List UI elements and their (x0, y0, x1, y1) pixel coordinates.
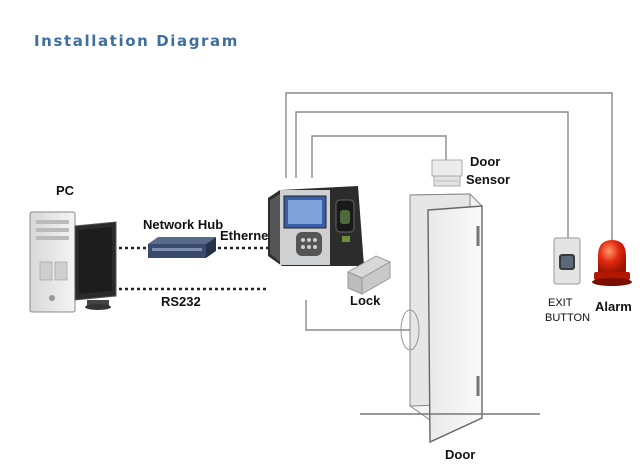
door-sensor-label-line1: Door (470, 154, 500, 169)
wire-lock (305, 300, 410, 331)
exit-button-label-line1: EXIT (548, 297, 573, 309)
pc-icon (29, 211, 117, 313)
exit-button-icon (553, 237, 581, 285)
network-lines (113, 246, 268, 291)
alarm-icon (592, 240, 632, 286)
door-label: Door (445, 447, 475, 462)
access-terminal-icon (268, 186, 364, 266)
alarm-label: Alarm (595, 299, 632, 314)
network-hub-icon (148, 237, 216, 258)
lock-label: Lock (350, 293, 381, 308)
wiring (285, 92, 613, 331)
page-title: Installation Diagram (34, 32, 240, 50)
lock-icon (346, 255, 392, 295)
door-sensor-icon (431, 159, 463, 187)
pc-label: PC (56, 183, 75, 198)
wire-door-sensor (311, 135, 447, 178)
door-icon (360, 193, 540, 444)
door-sensor-label-line2: Sensor (466, 172, 510, 187)
ethernet-label: Ethernet (220, 228, 273, 243)
wire-exit-button (295, 111, 569, 238)
network-hub-label: Network Hub (143, 217, 223, 232)
wire-alarm (285, 92, 613, 245)
exit-button-label-line2: BUTTON (545, 312, 590, 324)
rs232-label: RS232 (161, 294, 201, 309)
